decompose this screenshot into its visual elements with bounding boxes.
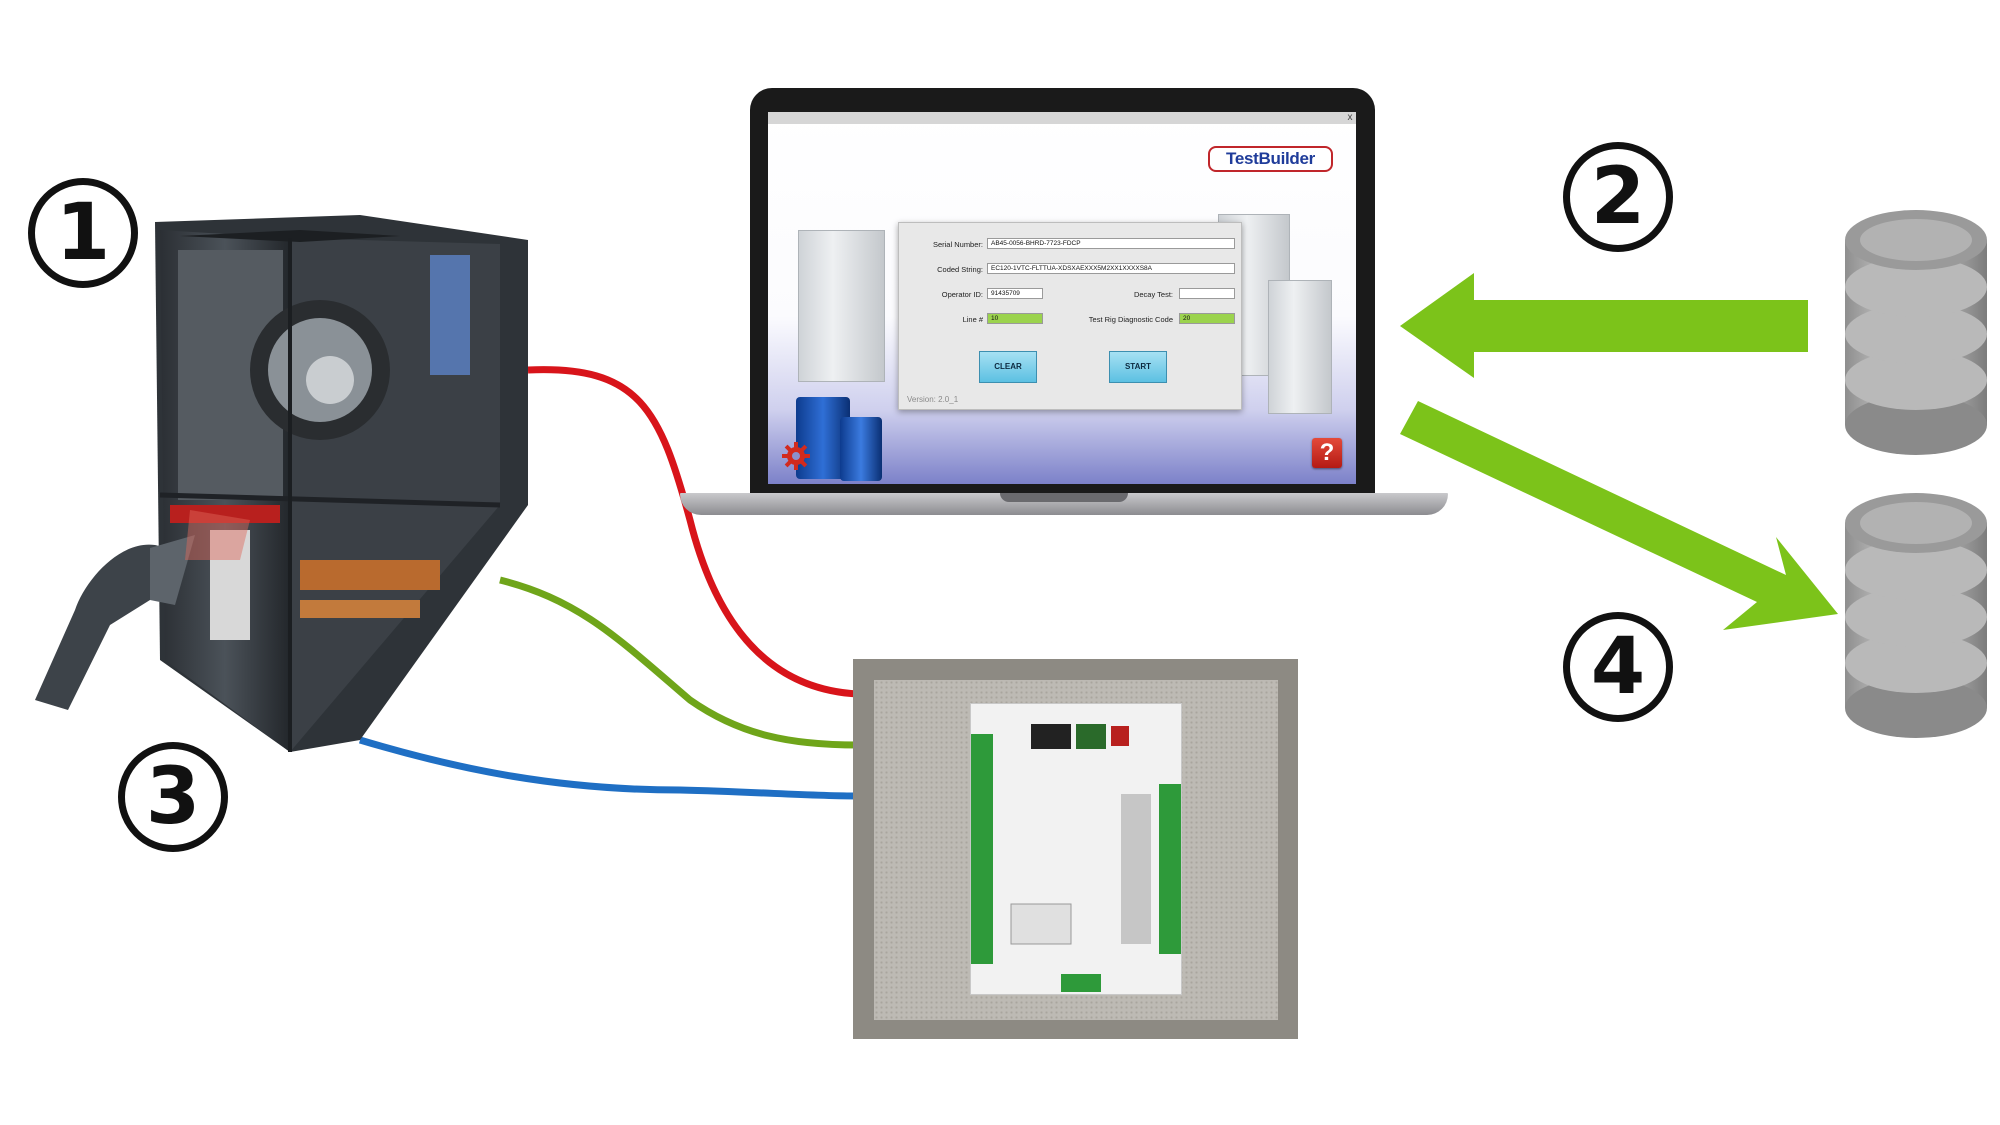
step-1-badge: 1 [28,178,138,288]
step-3-badge: 3 [118,742,228,852]
controller-board [970,703,1182,995]
blue-cable [358,736,859,800]
testbuilder-app-screen: x TestBuilder Serial Number: AB45-0056-B… [768,112,1356,484]
decay-test-field[interactable] [1179,288,1235,299]
close-icon[interactable]: x [1347,112,1353,123]
controller-board-graphic [971,724,1181,992]
step-2-badge: 2 [1563,142,1673,252]
decay-test-label: Decay Test: [1133,290,1173,299]
operator-id-label: Operator ID: [941,290,983,299]
operator-id-field[interactable]: 91435709 [987,288,1043,299]
coded-string-field[interactable]: EC120-1VTC-FLTTUA-XDSXAEXXX5M2XX1XXXXS8A [987,263,1235,274]
diagnostic-code-field[interactable]: 20 [1179,313,1235,324]
help-icon[interactable]: ? [1312,438,1342,468]
red-cable [527,366,859,698]
version-label: Version: 2.0_1 [907,395,959,404]
start-button[interactable]: START [1109,351,1167,383]
serial-number-label: Serial Number: [932,240,983,249]
barcode-scanner-icon [35,510,250,710]
laptop-notch [1000,493,1128,502]
coded-string-label: Coded String: [937,265,983,274]
gear-icon[interactable] [782,442,810,470]
step-4-badge: 4 [1563,612,1673,722]
line-number-field[interactable]: 10 [987,313,1043,324]
database-icon-top [1845,210,1987,455]
serial-number-field[interactable]: AB45-0056-BHRD-7723-FDCP [987,238,1235,249]
test-setup-dialog: Serial Number: AB45-0056-BHRD-7723-FDCP … [898,222,1242,410]
clear-button[interactable]: CLEAR [979,351,1037,383]
product-image-boiler-small [840,417,882,481]
green-cable [499,576,859,749]
arrow-left-icon [1400,273,1808,378]
app-titlebar: x [768,112,1356,124]
product-image-cabinet-far-right [1268,280,1332,414]
product-image-cabinet-left [798,230,885,382]
database-icon-bottom [1845,493,1987,738]
laptop-base [680,493,1448,515]
testbuilder-logo: TestBuilder [1208,146,1333,172]
hvac-unit [155,215,528,752]
line-number-label: Line # [962,315,983,324]
diagnostic-code-label: Test Rig Diagnostic Code [1088,315,1173,324]
arrow-down-right-icon [1400,401,1838,630]
